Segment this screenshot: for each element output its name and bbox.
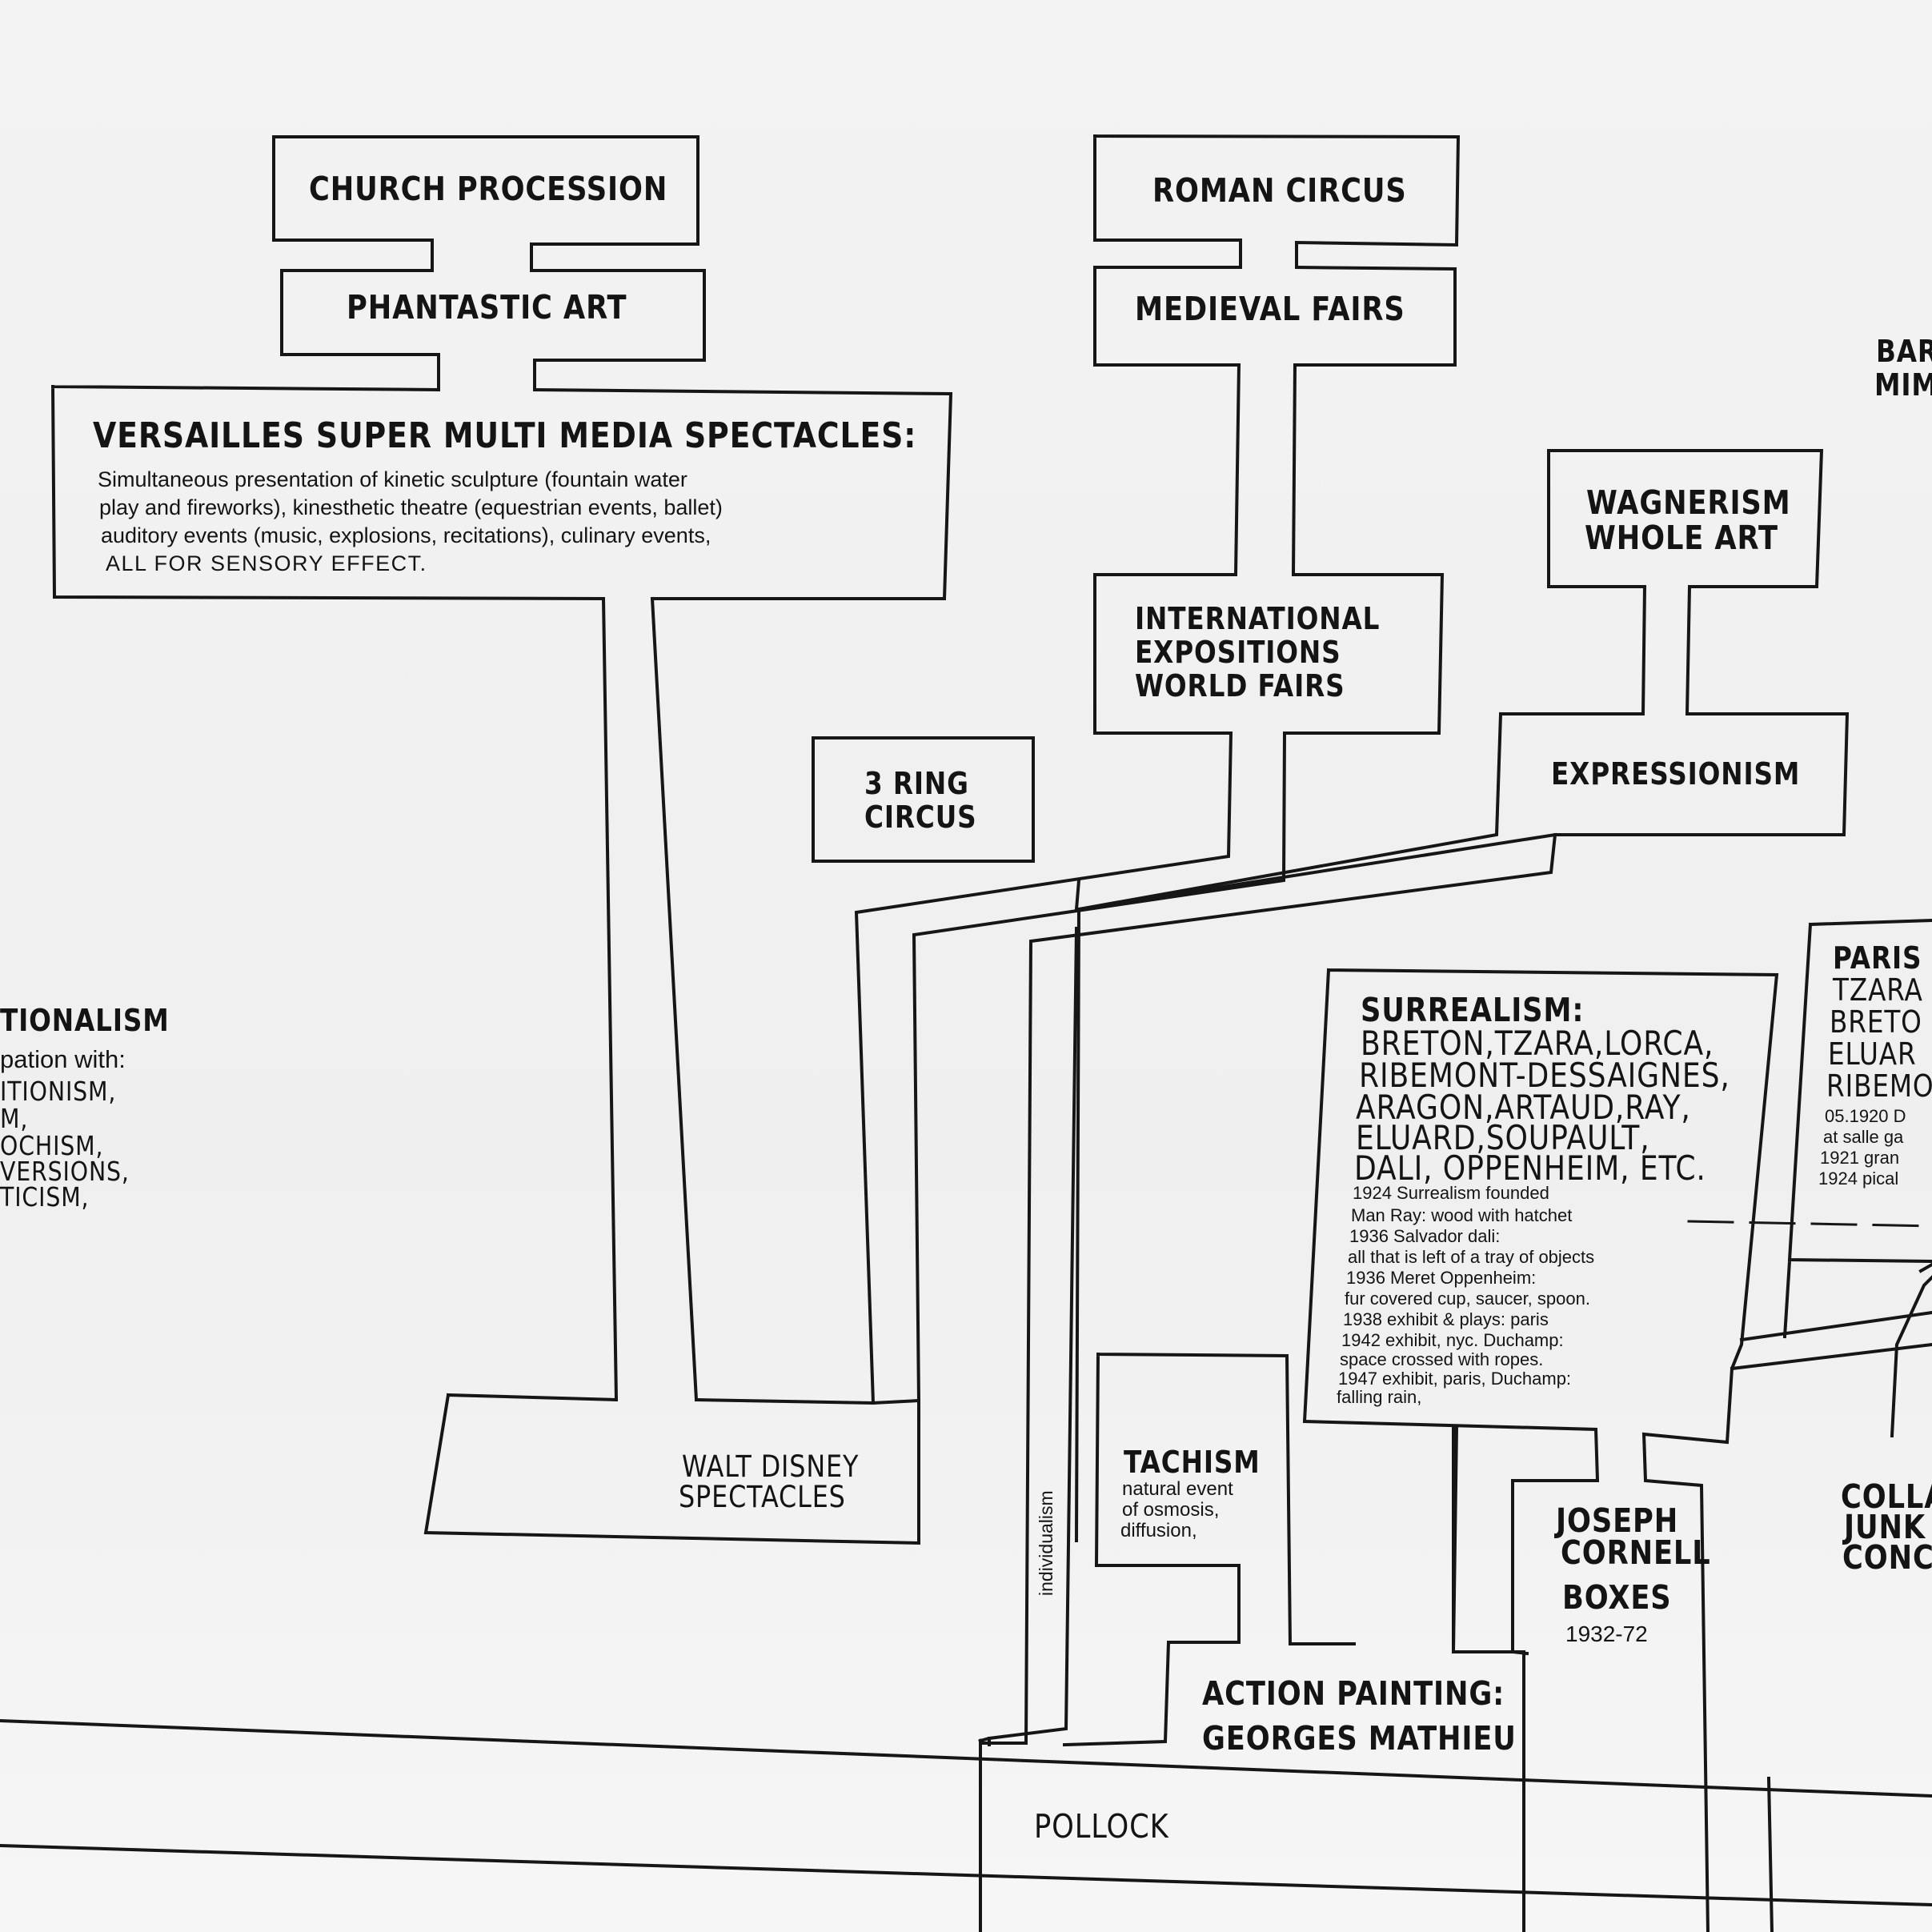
walt-disney-box — [423, 1393, 920, 1545]
paris-box — [1782, 918, 1932, 1339]
versailles-title: VERSAILLES SUPER MULTI MEDIA SPECTACLES: — [93, 415, 917, 456]
phantastic-art-box — [280, 269, 706, 391]
phantastic-art-label: PHANTASTIC ART — [347, 288, 627, 327]
paris-line-4: ELUAR — [1828, 1036, 1917, 1072]
individualism-line — [978, 878, 1081, 1743]
roman-circus-label: ROMAN CIRCUS — [1152, 171, 1407, 210]
church-procession-box — [272, 135, 699, 272]
tachism-line-2: of osmosis, — [1122, 1499, 1220, 1521]
three-ring-line-1: 3 RING — [864, 766, 969, 801]
action-painting-line-1: ACTION PAINTING: — [1202, 1674, 1505, 1713]
paris-note-3: 1921 gran — [1820, 1148, 1900, 1168]
joseph-cornell-name-1: JOSEPH — [1556, 1501, 1679, 1540]
surrealism-name-3: ARAGON,ARTAUD,RAY, — [1356, 1088, 1691, 1127]
joseph-cornell-boxes: BOXES — [1562, 1578, 1672, 1617]
tachism-line-3: diffusion, — [1120, 1520, 1197, 1541]
expressionism-box — [978, 711, 1850, 1745]
bar-line-2: MIM — [1874, 367, 1932, 403]
expositions-line-2: EXPOSITIONS — [1135, 635, 1341, 670]
tionalism-line-2: ITIONISM, — [0, 1076, 117, 1107]
surrealism-note-3: 1936 Salvador dali: — [1349, 1226, 1501, 1246]
church-procession-label: CHURCH PROCESSION — [309, 170, 668, 208]
walt-disney-line-1: WALT DISNEY — [682, 1449, 860, 1484]
bar-line-1: BAR — [1876, 334, 1932, 369]
surrealism-note-5: 1936 Meret Oppenheim: — [1346, 1268, 1537, 1288]
grid-line-2 — [0, 1843, 1932, 1907]
expressionism-label: EXPRESSIONISM — [1551, 756, 1801, 792]
surrealism-note-4: all that is left of a tray of objects — [1348, 1247, 1595, 1267]
expositions-line-3: WORLD FAIRS — [1135, 668, 1345, 703]
versailles-to-disney-line — [601, 596, 699, 1402]
surrealism-note-8: 1942 exhibit, nyc. Duchamp: — [1341, 1330, 1564, 1350]
grid-vertical-1 — [979, 1739, 1774, 1932]
surrealism-note-10: 1947 exhibit, paris, Duchamp: — [1338, 1369, 1572, 1389]
colla-line-1: COLLA — [1841, 1477, 1932, 1516]
tachism-box — [1062, 1352, 1356, 1747]
surrealism-note-9: space crossed with ropes. — [1340, 1349, 1544, 1369]
individualism-label: individualism — [1036, 1490, 1056, 1596]
wagnerism-line-1: WAGNERISM — [1586, 483, 1791, 522]
dashed-connector — [1687, 1220, 1932, 1228]
versailles-line-2: play and fireworks), kinesthetic theatre… — [99, 495, 723, 519]
action-painting-line-2: GEORGES MATHIEU — [1202, 1719, 1517, 1758]
paris-line-3: BRETO — [1830, 1004, 1922, 1040]
expositions-box — [1093, 573, 1445, 735]
medieval-fairs-box — [1093, 265, 1457, 367]
expressionism-to-pollock-line — [1076, 832, 1557, 912]
tachism-title: TACHISM — [1124, 1445, 1261, 1480]
surrealism-name-2: RIBEMONT-DESSAIGNES, — [1359, 1056, 1730, 1095]
walt-disney-line-2: SPECTACLES — [679, 1480, 846, 1514]
wagnerism-box — [1547, 449, 1824, 716]
grid-line-1 — [0, 1718, 1932, 1798]
pollock-label: POLLOCK — [1034, 1807, 1169, 1846]
paris-note-4: 1924 pical — [1818, 1168, 1899, 1188]
surrealism-note-2: Man Ray: wood with hatchet — [1351, 1205, 1573, 1225]
surrealism-name-1: BRETON,TZARA,LORCA, — [1361, 1024, 1714, 1063]
surrealism-name-4: ELUARD,SOUPAULT, — [1356, 1118, 1650, 1157]
tionalism-title: TIONALISM — [0, 1003, 170, 1038]
surrealism-note-1: 1924 Surrealism founded — [1353, 1183, 1549, 1203]
wagnerism-line-2: WHOLE ART — [1585, 519, 1778, 557]
joseph-cornell-years: 1932-72 — [1565, 1621, 1648, 1646]
tionalism-line-4: OCHISM, — [0, 1130, 104, 1161]
paris-note-1: 05.1920 D — [1825, 1106, 1906, 1126]
expositions-line-1: INTERNATIONAL — [1135, 601, 1381, 636]
surrealism-note-11: falling rain, — [1337, 1387, 1422, 1407]
medieval-to-expositions-line — [1233, 363, 1297, 577]
surrealism-title: SURREALISM: — [1361, 991, 1585, 1029]
colla-line-3: CONC — [1842, 1538, 1932, 1577]
tionalism-line-5: VERSIONS, — [0, 1156, 130, 1187]
tionalism-line-1: pation with: — [0, 1045, 126, 1073]
three-ring-line-2: CIRCUS — [864, 800, 977, 835]
versailles-line-4: ALL FOR SENSORY EFFECT. — [106, 551, 427, 575]
tionalism-line-3: M, — [0, 1103, 29, 1134]
tachism-line-1: natural event — [1122, 1478, 1233, 1500]
three-ring-circus-box — [812, 736, 1035, 863]
colla-line-2: JUNK — [1844, 1508, 1926, 1546]
paris-line-2: TZARA — [1833, 972, 1923, 1008]
versailles-line-1: Simultaneous presentation of kinetic scu… — [98, 467, 687, 491]
paris-note-2: at salle ga — [1823, 1127, 1904, 1147]
roman-circus-box — [1092, 134, 1461, 269]
medieval-fairs-label: MEDIEVAL FAIRS — [1135, 290, 1405, 328]
surrealism-note-7: 1938 exhibit & plays: paris — [1343, 1309, 1549, 1329]
versailles-line-3: auditory events (music, explosions, reci… — [101, 523, 711, 547]
surrealism-note-6: fur covered cup, saucer, spoon. — [1345, 1289, 1590, 1309]
paris-line-1: PARIS — [1833, 940, 1922, 976]
paris-line-5: RIBEMO — [1826, 1068, 1932, 1104]
joseph-cornell-name-2: CORNELL — [1561, 1533, 1711, 1572]
versailles-box — [50, 384, 953, 601]
joseph-cornell-box — [1452, 1426, 1525, 1932]
surrealism-to-paris-lines — [1730, 1262, 1932, 1438]
tionalism-line-6: TICISM, — [0, 1181, 90, 1213]
surrealism-name-5: DALI, OPPENHEIM, ETC. — [1354, 1148, 1706, 1188]
